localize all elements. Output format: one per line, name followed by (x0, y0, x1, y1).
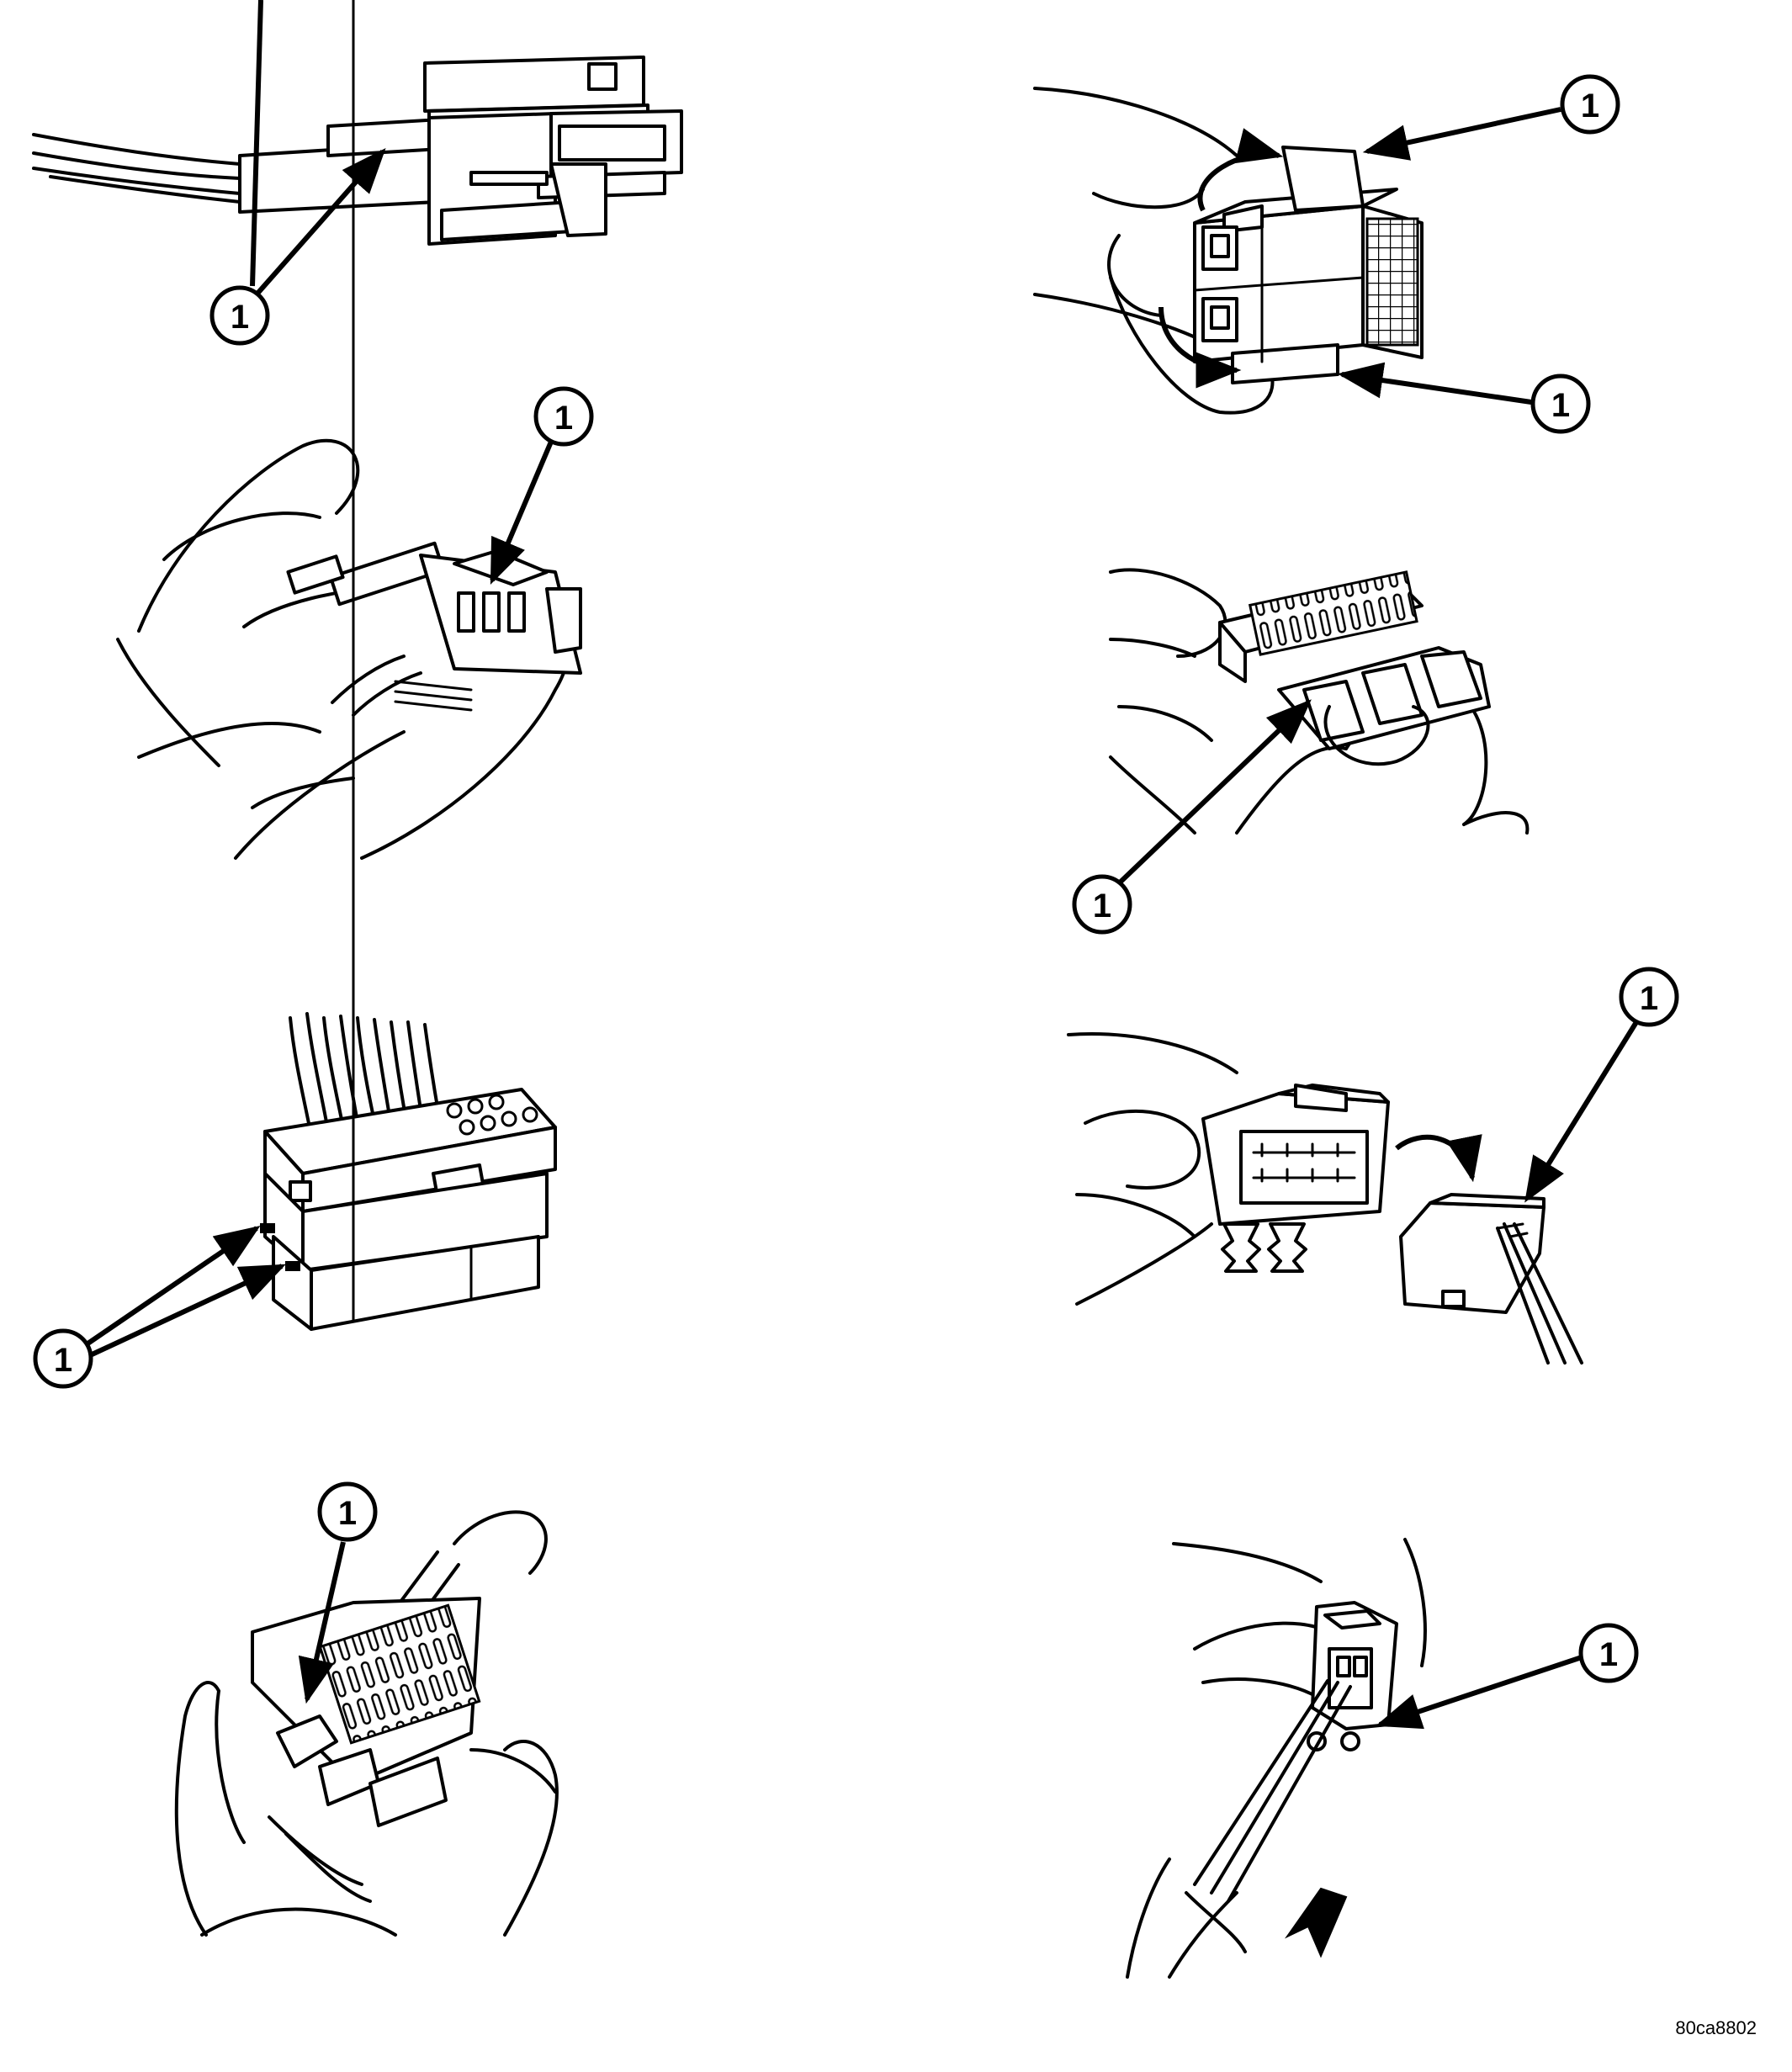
callout-1-panel-4: 1 (1072, 699, 1312, 935)
panel-screwdriver-release-tab (174, 1510, 559, 1937)
svg-text:1: 1 (1581, 87, 1599, 125)
svg-text:1: 1 (1551, 387, 1570, 424)
callout-label: 1 (231, 299, 249, 336)
panel-connector-lock-side-view (32, 56, 683, 246)
callout-1-panel-8: 1 (1375, 1623, 1639, 1730)
panel-pick-tool-terminal-removal (1126, 1538, 1427, 1979)
svg-text:1: 1 (1599, 1636, 1618, 1673)
panel-remove-terminal-position-assurance (1109, 568, 1530, 835)
callout-1-panel-7: 1 (298, 1481, 378, 1704)
svg-text:1: 1 (554, 400, 573, 437)
panel-pry-lock-with-tool (116, 438, 582, 860)
svg-text:1: 1 (54, 1342, 72, 1379)
callout-1-panel-5: 1 (33, 1225, 286, 1389)
panel-connector-latch-tabs (1033, 87, 1424, 415)
svg-text:1: 1 (1093, 888, 1111, 925)
figure-id: 80ca8802 (1675, 2017, 1757, 2038)
svg-text:1: 1 (338, 1495, 357, 1532)
callout-1-panel-2-bottom: 1 (1337, 362, 1591, 434)
callout-1-panel-2-top: 1 (1362, 74, 1620, 161)
callout-1-panel-3: 1 (490, 386, 594, 585)
callout-1-panel-1: 1 (209, 0, 386, 346)
callout-1-panel-6: 1 (1524, 967, 1679, 1203)
panel-release-secondary-lock (1067, 1032, 1583, 1365)
svg-text:1: 1 (1640, 980, 1658, 1017)
